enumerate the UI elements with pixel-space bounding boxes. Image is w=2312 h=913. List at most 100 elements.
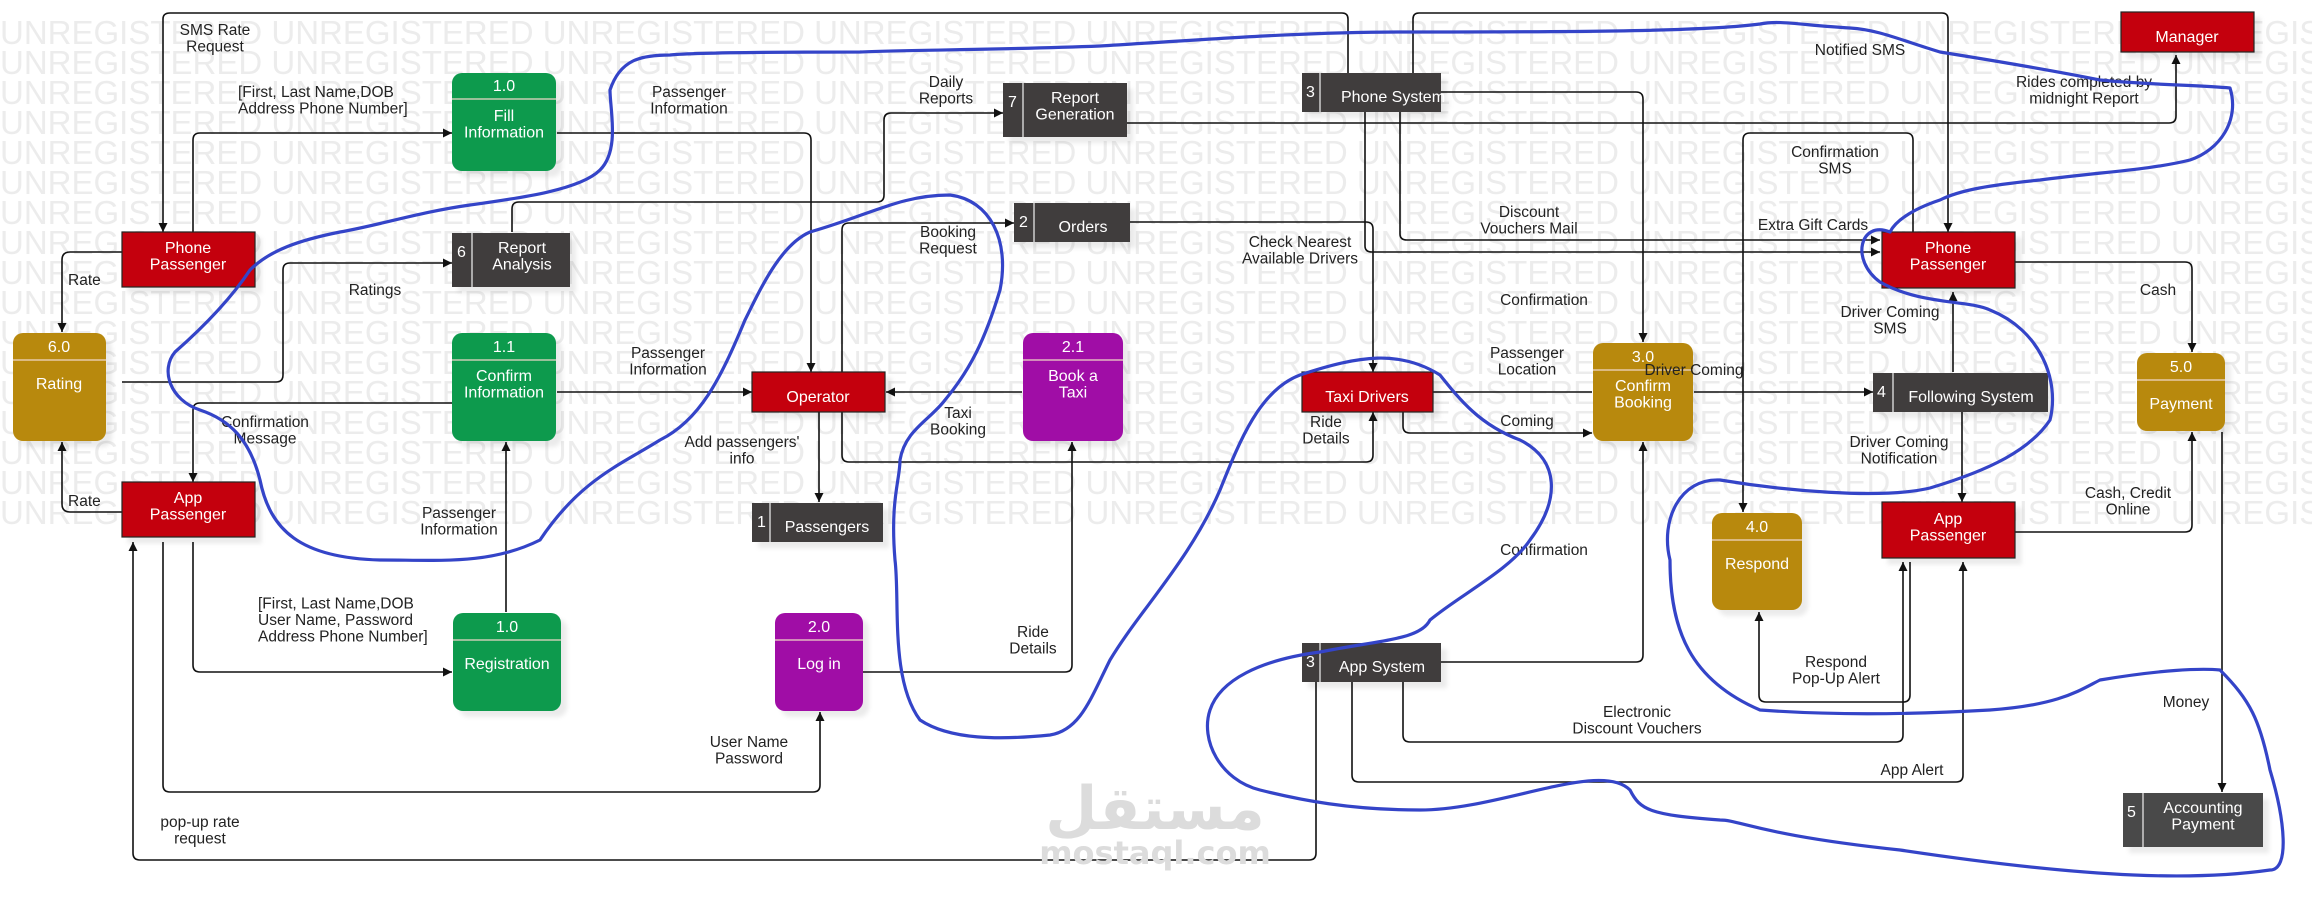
flow-label-coming: Coming xyxy=(1500,413,1553,430)
scribble-path-main xyxy=(166,20,2285,878)
entity-label: Operator xyxy=(786,389,850,406)
text-line: Payment xyxy=(2171,816,2235,833)
logo-arabic-text: مستقل xyxy=(1045,774,1265,844)
process-number: 6.0 xyxy=(48,339,70,356)
text-line: Driver Coming xyxy=(1849,434,1948,451)
text-line: Passenger xyxy=(631,345,705,362)
text-line: Extra Gift Cards xyxy=(1758,217,1868,234)
datastore-app-system[interactable]: 3 App System xyxy=(1302,643,1441,682)
watermark-row: UNREGISTERED UNREGISTERED UNREGISTERED U… xyxy=(0,164,2312,201)
text-line: Confirmation xyxy=(1500,292,1588,309)
mostaql-logo-watermark: مستقل mostaql.com xyxy=(1030,774,1280,872)
text-line: Notification xyxy=(1861,450,1938,467)
text-line: Passenger xyxy=(1910,527,1987,544)
text-line: Driver Coming xyxy=(1644,362,1743,379)
text-line: User Name xyxy=(710,734,788,751)
datastore-phone-system[interactable]: 3 Phone System xyxy=(1302,73,1445,112)
flow-registration-input xyxy=(192,542,452,677)
text-line: Money xyxy=(2163,694,2210,711)
flow-extra-gift-cards xyxy=(1364,112,1880,257)
process-registration[interactable]: 1.0 Registration xyxy=(453,613,561,711)
process-number: 3.0 xyxy=(1632,349,1654,366)
datastore-number: 7 xyxy=(1008,94,1017,111)
process-log-in[interactable]: 2.0 Log in xyxy=(775,613,863,711)
text-line: [First, Last Name,DOB xyxy=(258,596,414,613)
external-entity-taxi-drivers[interactable]: Taxi Drivers xyxy=(1301,371,1434,413)
text-line: SMS xyxy=(1873,320,1907,337)
process-payment[interactable]: 5.0 Payment xyxy=(2137,353,2225,431)
external-entity-manager[interactable]: Manager xyxy=(2120,11,2255,53)
text-line: pop-up rate xyxy=(160,814,239,831)
flow-discount-vouchers-mail xyxy=(1399,112,1880,245)
text-line: Payment xyxy=(2149,396,2213,413)
datastore-number: 2 xyxy=(1019,214,1028,231)
datastore-passengers[interactable]: 1 Passengers xyxy=(752,503,883,542)
text-line: Fill xyxy=(494,108,514,125)
text-line: Location xyxy=(1498,361,1557,378)
flow-label-rate-bottom: Rate xyxy=(68,493,101,510)
flow-notified-sms xyxy=(1412,12,1953,232)
flow-confirmation-top xyxy=(1441,91,1648,342)
text-line: Passenger xyxy=(422,505,496,522)
process-label: Log in xyxy=(797,656,841,673)
process-label: Registration xyxy=(464,656,549,673)
text-line: Daily xyxy=(929,74,964,91)
text-line: Respond xyxy=(1805,654,1867,671)
datastore-orders[interactable]: 2 Orders xyxy=(1014,203,1130,242)
flow-sms-rate-request xyxy=(158,12,1349,232)
text-line: Confirmation xyxy=(1791,144,1879,161)
text-line: Passenger xyxy=(150,506,227,523)
logo-latin-text: mostaql.com xyxy=(1039,834,1271,872)
text-line: Details xyxy=(1302,430,1350,447)
text-line: Rate xyxy=(68,272,101,289)
text-line: Ride xyxy=(1017,624,1049,641)
text-line: App System xyxy=(1339,659,1425,676)
process-respond[interactable]: 4.0 Respond xyxy=(1712,513,1802,610)
text-line: Information xyxy=(464,124,544,141)
flow-label-cash: Cash xyxy=(2140,282,2176,299)
text-line: Information xyxy=(629,361,707,378)
watermark-row: UNREGISTERED UNREGISTERED UNREGISTERED U… xyxy=(0,284,2312,321)
text-line: Booking xyxy=(1614,394,1672,411)
datastore-label: Orders xyxy=(1059,219,1108,236)
entity-label: Manager xyxy=(2155,29,2219,46)
text-line: Reports xyxy=(919,90,974,107)
flow-pop-up-rate xyxy=(128,542,1317,861)
datastore-following-system[interactable]: 4 Following System xyxy=(1873,373,2048,412)
flow-fill-info xyxy=(192,128,452,232)
flow-label-rate-top: Rate xyxy=(68,272,101,289)
flow-cash xyxy=(2015,261,2197,352)
text-line: Phone System xyxy=(1341,89,1445,106)
text-line: Information xyxy=(420,521,498,538)
text-line: Phone xyxy=(1925,240,1971,257)
flow-coming xyxy=(1402,412,1592,438)
datastore-number: 5 xyxy=(2127,804,2136,821)
text-line: Generation xyxy=(1035,106,1114,123)
datastore-number: 1 xyxy=(757,514,766,531)
text-line: Taxi xyxy=(944,405,972,422)
datastore-label: Following System xyxy=(1908,389,2033,406)
external-entity-operator[interactable]: Operator xyxy=(751,371,886,413)
flow-label-add-passengers-info: Add passengers'info xyxy=(685,434,800,468)
process-rating[interactable]: 6.0 Rating xyxy=(13,333,106,441)
